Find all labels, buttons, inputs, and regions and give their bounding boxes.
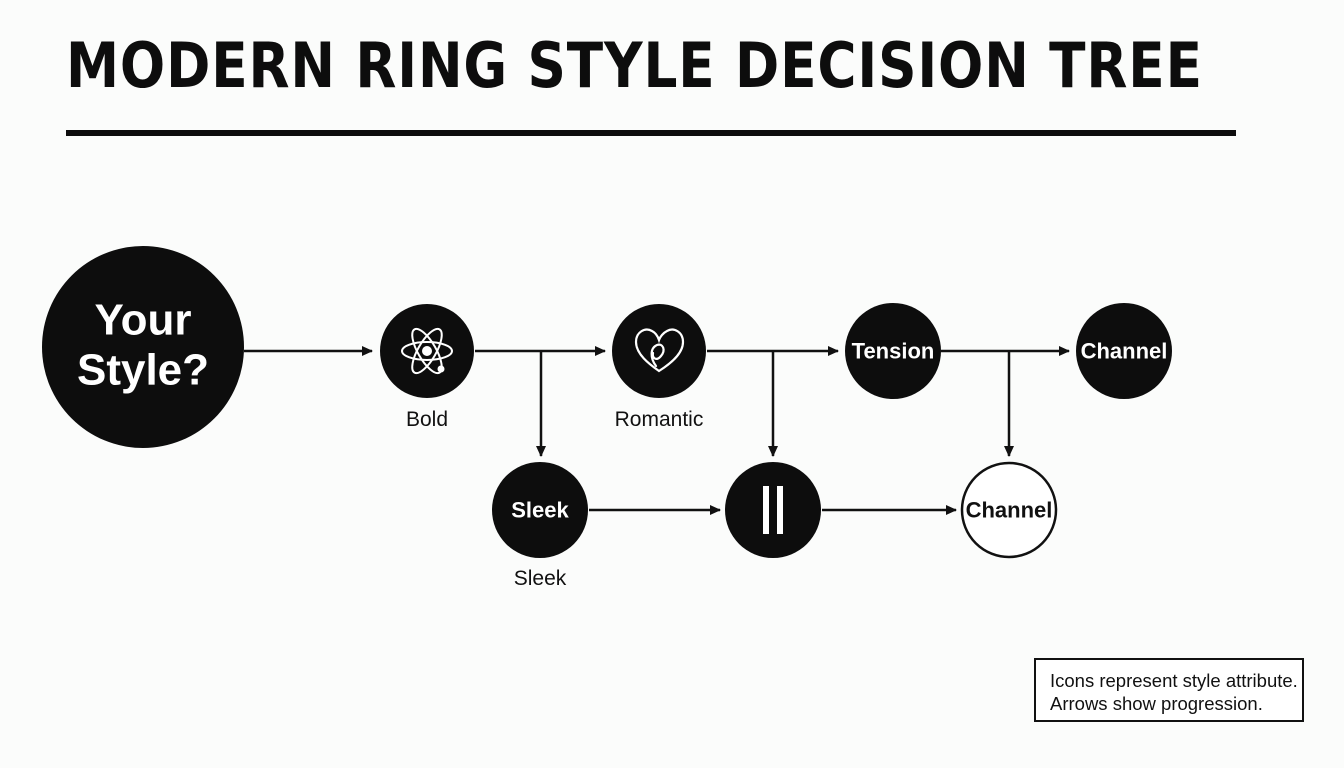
parallel-bars-icon <box>763 486 783 534</box>
sleek-node: Sleek Sleek <box>492 462 588 590</box>
atom-icon <box>401 327 453 375</box>
channel-bottom-label: Channel <box>966 498 1053 523</box>
sleek-caption: Sleek <box>514 567 567 590</box>
bold-caption: Bold <box>406 408 448 431</box>
bars-node <box>725 462 821 558</box>
heart-icon <box>634 328 685 373</box>
start-node-line2: Style? <box>77 346 209 395</box>
channel-top-label: Channel <box>1081 339 1168 364</box>
channel-node-outline: Channel <box>960 461 1058 559</box>
bold-node: Bold <box>380 304 474 431</box>
tension-label: Tension <box>852 339 935 364</box>
start-node: Your Style? <box>42 246 244 448</box>
sleek-label: Sleek <box>511 498 569 523</box>
title-underline <box>66 130 1236 136</box>
legend-line-1: Icons represent style attribute. <box>1050 670 1298 691</box>
channel-node-top: Channel <box>1076 303 1172 399</box>
start-node-line1: Your <box>95 296 192 345</box>
legend-box: Icons represent style attribute. Arrows … <box>1034 658 1304 722</box>
page-title: MODERN RING STYLE DECISION TREE <box>66 29 1203 102</box>
romantic-caption: Romantic <box>615 408 704 431</box>
romantic-node: Romantic <box>612 304 706 431</box>
legend-line-2: Arrows show progression. <box>1050 693 1263 714</box>
tension-node: Tension <box>845 303 941 399</box>
